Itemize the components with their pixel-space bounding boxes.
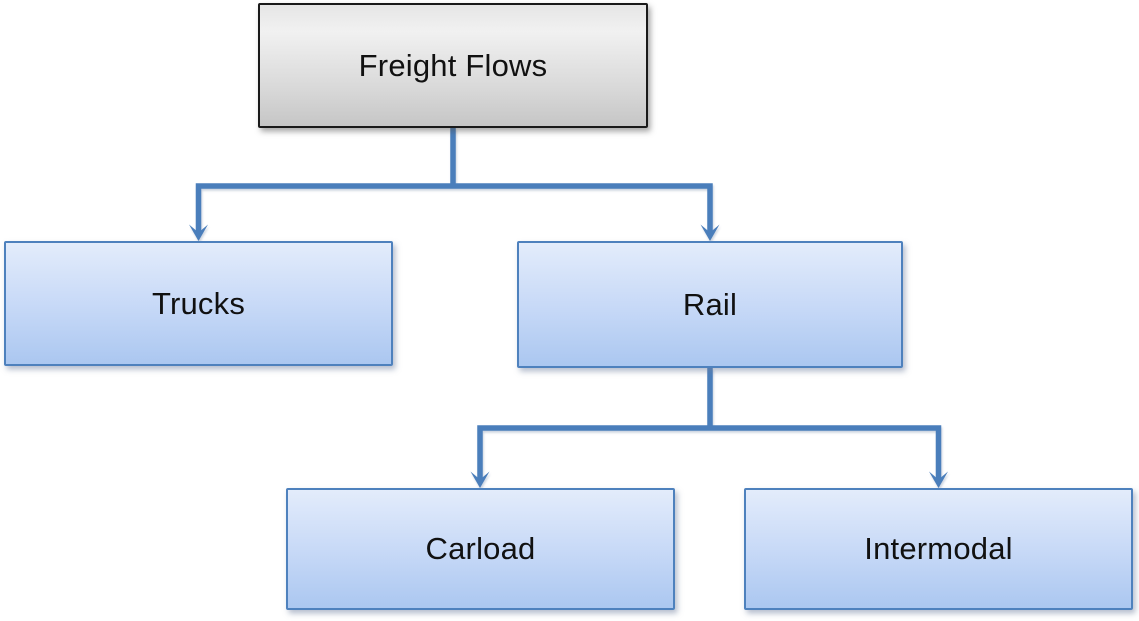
arrowhead-intermodal-icon <box>929 471 948 488</box>
node-rail-label: Rail <box>682 286 738 322</box>
node-freight-flows: Freight Flows <box>258 3 648 128</box>
node-carload-label: Carload <box>425 531 536 566</box>
arrowhead-trucks-icon <box>189 224 208 241</box>
arrowhead-carload-icon <box>470 471 490 488</box>
node-intermodal-label: Intermodal <box>864 531 1013 566</box>
node-rail: Rail <box>517 241 903 368</box>
arrowhead-rail-icon <box>700 224 720 241</box>
node-freight-flows-label: Freight Flows <box>358 47 548 83</box>
edge-rail-to-carload <box>477 425 710 480</box>
edge-freight-to-trucks <box>195 183 453 233</box>
node-intermodal: Intermodal <box>744 488 1133 610</box>
node-carload: Carload <box>286 488 675 610</box>
node-trucks-label: Trucks <box>151 285 246 321</box>
edge-rail-to-intermodal <box>710 425 942 480</box>
edge-freight-to-rail <box>453 183 713 233</box>
node-trucks: Trucks <box>4 241 393 366</box>
